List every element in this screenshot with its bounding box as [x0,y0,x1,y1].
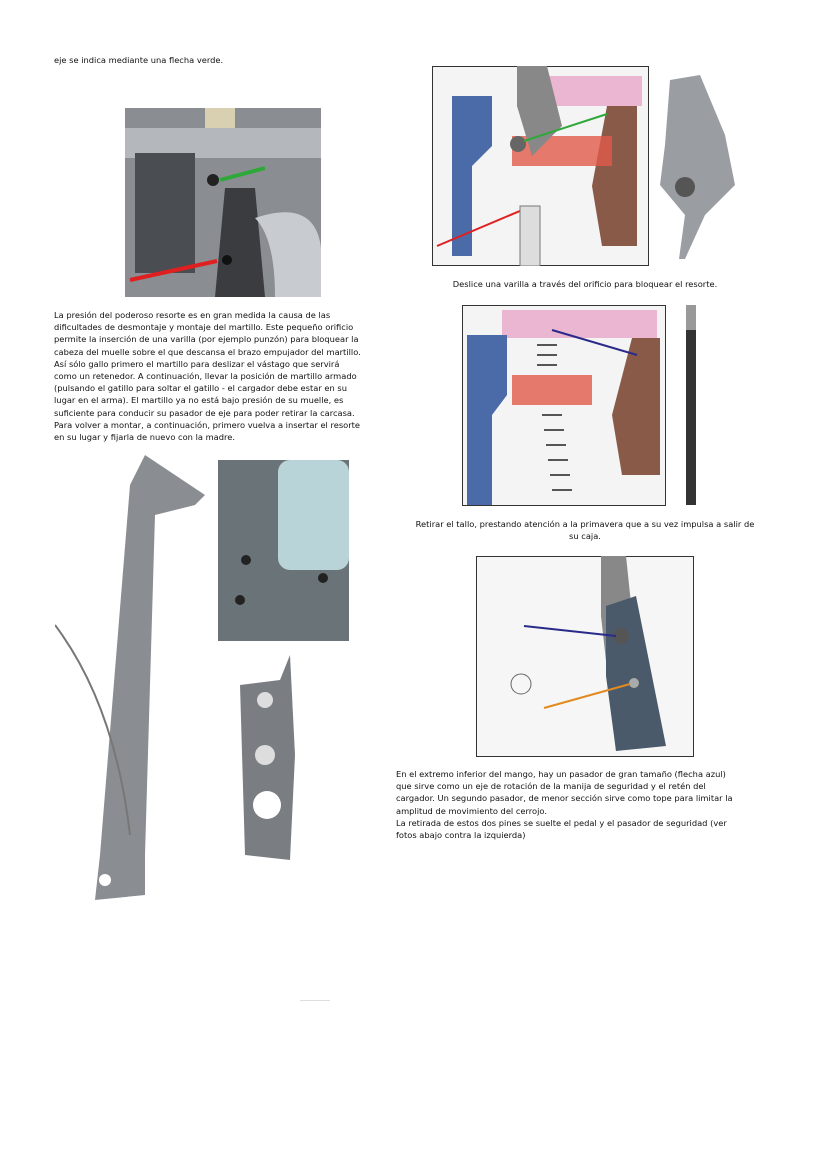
text-line: Así sólo gallo primero el martillo para … [54,358,340,369]
text-line: que sirve como un eje de rotación de la … [396,781,706,792]
left-paragraph: La presión del poderoso resorte es en gr… [54,309,361,443]
photo-safety-part [240,655,295,860]
caption-line: Retirar el tallo, prestando atención a l… [415,519,755,529]
photo-trigger-bar [55,455,205,900]
caption-1: Deslice una varilla a través del orifici… [452,279,718,289]
diagram-grip-pins [476,556,694,757]
intro-line: eje se indica mediante una flecha verde. [54,55,224,65]
photo-hammer-part [660,75,735,259]
photo-frame-pin-green-arrow [125,108,321,297]
text-line: en su lugar y fijarla de nuevo con la ma… [54,432,235,443]
caption-2: Retirar el tallo, prestando atención a l… [390,518,780,542]
photo-frame-part [218,460,349,641]
right-paragraph: En el extremo inferior del mango, hay un… [396,768,733,841]
text-line: cargador. Un segundo pasador, de menor s… [396,793,733,804]
text-line: permite la inserción de una varilla (por… [54,334,359,345]
caption-line: su caja. [569,531,601,541]
text-line: amplitud de movimiento del cerrojo. [396,805,547,816]
text-line: cabeza del muelle sobre el que descansa … [54,346,361,357]
diagram-spring-removal [462,305,666,506]
text-line: suficiente para conducir su pasador de e… [54,407,355,418]
diagram-hammer-spring [432,66,649,266]
text-line: Para volver a montar, a continuación, pr… [54,419,360,430]
text-line: dificultades de desmontaje y montaje del… [54,322,354,333]
text-line: (pulsando el gatillo para soltar el gati… [54,383,347,394]
text-line: como un retenedor. A continuación, lleva… [54,371,357,382]
text-line: En el extremo inferior del mango, hay un… [396,769,726,779]
text-line: La presión del poderoso resorte es en gr… [54,310,331,320]
text-line: lugar en el arma). El martillo ya no est… [54,395,344,406]
text-line: fotos abajo contra la izquierda) [396,830,526,841]
text-line: La retirada de estos dos pines se suelte… [396,817,727,828]
divider [300,1000,330,1001]
photo-spring [686,305,696,505]
